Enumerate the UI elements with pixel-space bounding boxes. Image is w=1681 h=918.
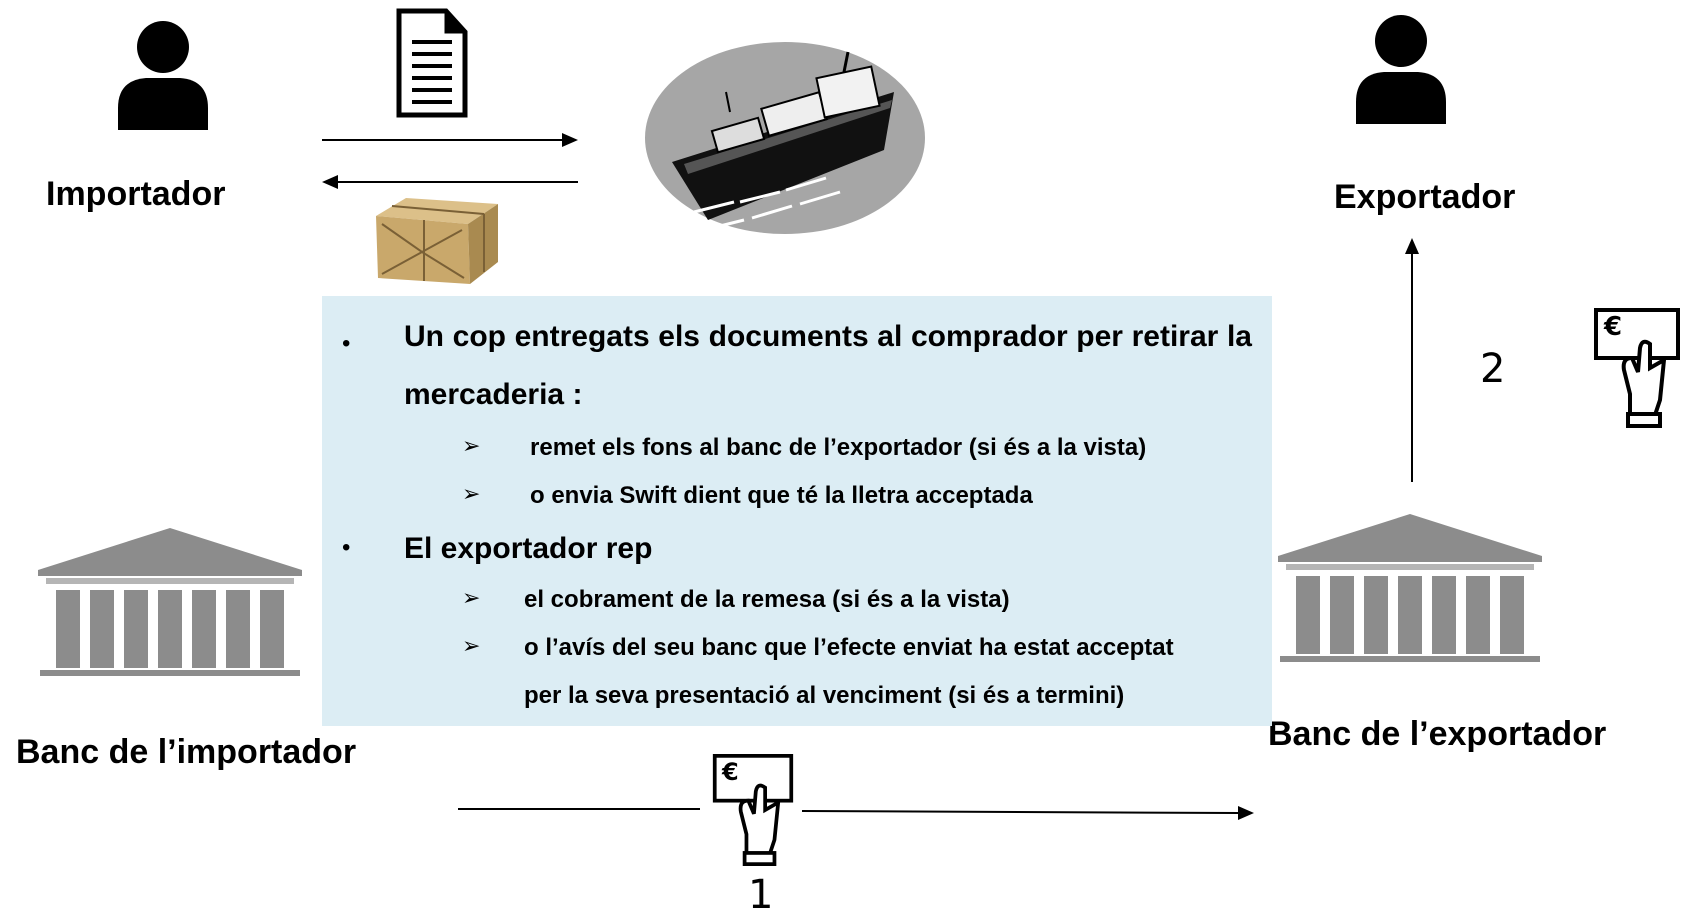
importer-person-icon: [118, 21, 208, 130]
flow-number-1: 1: [748, 872, 774, 918]
bullet-2: •: [342, 534, 351, 561]
sub-arrow-3: ➢: [462, 586, 481, 611]
point-2-sub-3: per la seva presentació al venciment (si…: [524, 682, 1125, 709]
point-1-text: Un cop entregats els documents al compra…: [404, 320, 1252, 411]
arrow-bank-to-exporter: [1405, 238, 1419, 482]
euro-bill-hand-icon: [1594, 308, 1680, 428]
package-icon: [376, 198, 498, 284]
exporter-bank-label: Banc de l’exportador: [1268, 715, 1607, 753]
exporter-person-icon: [1356, 15, 1446, 124]
bullet-1: •: [342, 330, 351, 357]
point-1-sub-2: o envia Swift dient que té la lletra acc…: [530, 482, 1033, 509]
sub-arrow-2: ➢: [462, 482, 481, 507]
flow-number-2: 2: [1480, 346, 1506, 392]
point-1-sub-1: remet els fons al banc de l’exportador (…: [530, 434, 1147, 461]
importer-bank-label: Banc de l’importador: [16, 733, 357, 771]
info-box: • Un cop entregats els documents al comp…: [322, 296, 1272, 726]
euro-symbol-right: €: [1604, 312, 1623, 342]
importer-label: Importador: [46, 175, 226, 213]
document-icon: [396, 8, 468, 118]
arrow-from-ship: [322, 175, 578, 189]
arrow-bank-to-bank: [458, 806, 1254, 820]
euro-bill-hand-icon-bottom: [712, 754, 794, 866]
arrow-to-ship: [322, 133, 578, 147]
importer-bank-icon: [38, 528, 302, 676]
exporter-bank-icon: [1278, 514, 1542, 662]
ship-icon: [645, 42, 925, 234]
sub-arrow-1: ➢: [462, 434, 481, 459]
point-2-sub-1: el cobrament de la remesa (si és a la vi…: [524, 586, 1010, 613]
exporter-label: Exportador: [1334, 178, 1516, 216]
point-2-sub-2: o l’avís del seu banc que l’efecte envia…: [524, 634, 1174, 661]
point-2-text: El exportador rep: [404, 532, 653, 565]
sub-arrow-4: ➢: [462, 634, 481, 659]
euro-symbol-bottom: €: [722, 758, 739, 786]
